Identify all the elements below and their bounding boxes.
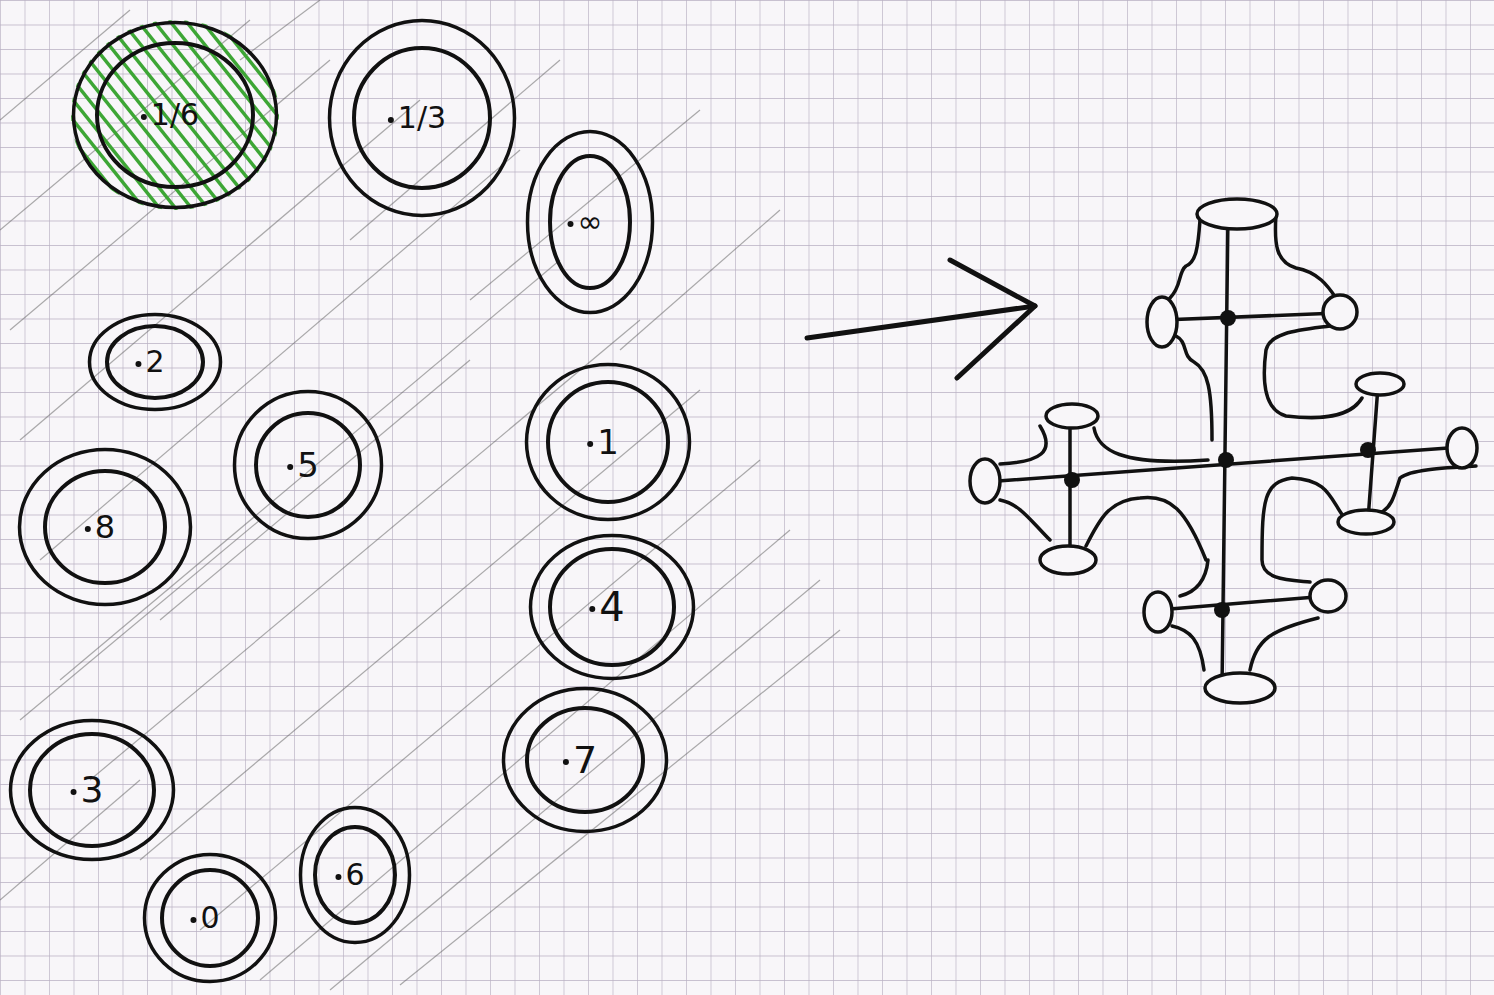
marked-point [71, 789, 77, 795]
outer-circle [330, 21, 515, 216]
inner-circle [45, 471, 165, 583]
double-circle-node: 4 [528, 533, 696, 681]
inner-circle [107, 326, 203, 398]
marked-point [287, 464, 293, 470]
double-circle-node: 1/6 [71, 20, 279, 210]
outer-circle [301, 808, 410, 943]
inner-circle [162, 870, 258, 966]
double-circle-node: 2 [87, 312, 223, 412]
hatch-stroke [0, 20, 81, 210]
node-label: 4 [599, 587, 624, 627]
outer-circle [527, 365, 690, 520]
outer-circle [531, 536, 694, 679]
hatch-stroke [0, 20, 97, 210]
marked-point [563, 759, 569, 765]
hatch-stroke [9, 20, 161, 210]
inner-circle [527, 708, 643, 812]
marked-point [85, 526, 91, 532]
node-label: 6 [345, 860, 364, 890]
node-label: 1/3 [398, 103, 446, 133]
outer-circle [235, 392, 382, 539]
marked-point [587, 441, 593, 447]
node-label: 8 [95, 511, 115, 543]
pencil-hatching [0, 0, 840, 990]
node-label: 7 [573, 741, 597, 779]
double-circle-node: 8 [17, 447, 193, 607]
double-circle-node: 3 [8, 718, 176, 862]
mapping-arrow [807, 260, 1035, 378]
hatch-stroke [233, 20, 385, 210]
marked-point [335, 874, 341, 880]
inner-circle [550, 549, 674, 665]
node-label: 2 [145, 347, 164, 377]
inner-circle [548, 382, 668, 502]
double-circle-node: 0 [142, 852, 278, 984]
inner-circle [354, 48, 490, 188]
node-label: 1/6 [151, 100, 199, 130]
outer-circle [74, 23, 277, 208]
hatch-stroke [249, 20, 401, 210]
inner-circle [550, 156, 630, 288]
tube-ends [970, 199, 1477, 703]
junction-dots [1064, 310, 1376, 618]
double-circle-node: 1 [524, 362, 692, 522]
outer-circle [90, 315, 221, 410]
marked-point [589, 606, 595, 612]
marked-point [568, 221, 574, 227]
marked-point [388, 117, 394, 123]
outer-circle [528, 132, 653, 313]
inner-circle [97, 43, 253, 187]
double-circle-node: ∞ [525, 129, 655, 315]
hatch-stroke [105, 20, 257, 210]
double-circle-node: 5 [232, 389, 384, 541]
hatch-stroke [0, 20, 33, 210]
inner-circle [315, 827, 395, 923]
outer-circle [504, 689, 667, 832]
node-label: 3 [81, 772, 104, 808]
outer-circle [145, 855, 276, 982]
outer-circle [20, 450, 191, 605]
hatch-stroke [137, 20, 289, 210]
node-label: 0 [200, 903, 219, 933]
marked-point [135, 361, 141, 367]
marked-point [190, 917, 196, 923]
marked-point [141, 114, 147, 120]
hatch-stroke [0, 20, 65, 210]
node-label: ∞ [578, 207, 603, 237]
inner-circle [30, 734, 154, 846]
green-hatching [0, 20, 433, 210]
hatch-stroke [217, 20, 369, 210]
outer-circle [11, 721, 174, 860]
double-circle-node: 7 [501, 686, 669, 834]
hatch-stroke [89, 20, 241, 210]
branched-surface [985, 215, 1476, 688]
double-circle-node: 6 [298, 805, 412, 945]
double-circle-node: 1/3 [327, 18, 517, 218]
hatch-stroke [57, 20, 209, 210]
inner-circle [256, 413, 360, 517]
node-label: 1 [597, 425, 619, 459]
node-label: 5 [297, 448, 319, 482]
hatch-stroke [0, 20, 49, 210]
